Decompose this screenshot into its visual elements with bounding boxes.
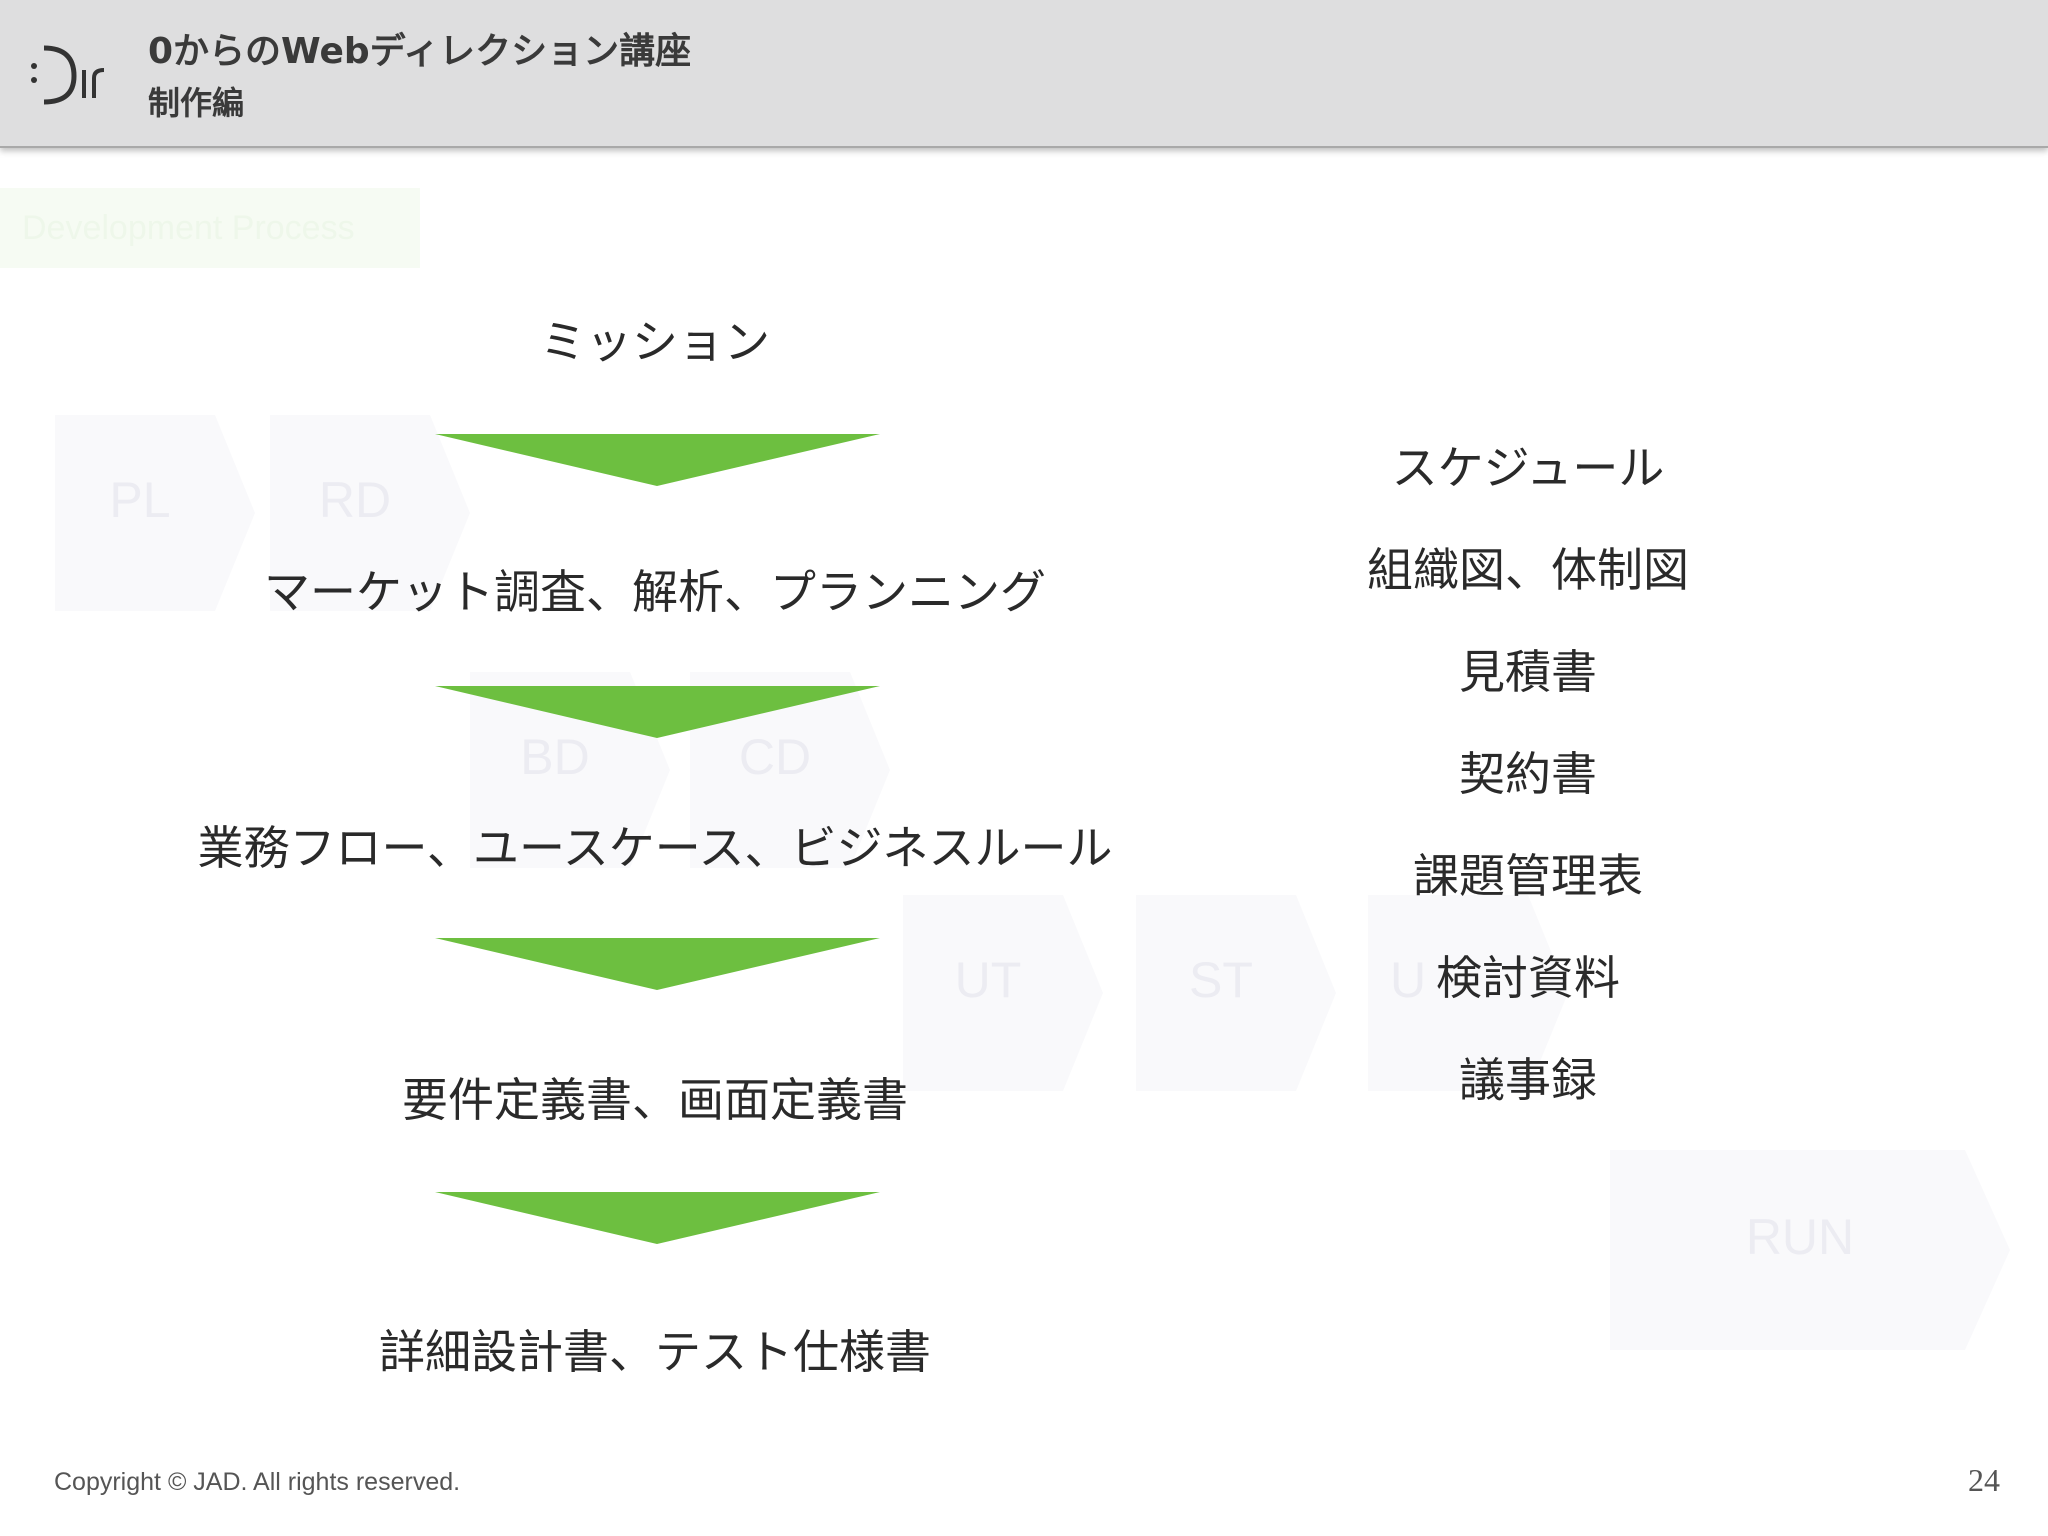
process-step-run: RUN	[1610, 1150, 2010, 1350]
process-step-cd: CD	[690, 672, 890, 868]
process-step-label: ST	[1189, 952, 1253, 1008]
course-subtitle: 制作編	[148, 84, 245, 122]
flow-item-detailed-design: 詳細設計書、テスト仕様書	[379, 1325, 931, 1379]
process-step-label: RD	[318, 472, 392, 528]
process-step-u: U	[1368, 895, 1568, 1091]
doc-item-issue-tracker: 課題管理表	[1413, 849, 1643, 903]
down-arrow-icon	[435, 434, 880, 486]
doc-item-minutes: 議事録	[1459, 1053, 1597, 1107]
course-title: 0からのWebディレクション講座	[148, 31, 692, 72]
slide-header: 0からのWebディレクション講座 制作編	[0, 0, 2048, 148]
process-step-rd: RD	[270, 415, 470, 611]
process-step-label: U	[1389, 952, 1427, 1008]
copyright: Copyright © JAD. All rights reserved.	[54, 1468, 461, 1496]
flow-item-requirements: 要件定義書、画面定義書	[402, 1073, 908, 1127]
down-arrow-icon	[435, 686, 880, 738]
page-number: 24	[1968, 1462, 2000, 1498]
doc-item-contract: 契約書	[1459, 747, 1597, 801]
down-arrow-icon	[435, 938, 880, 990]
dir-logo-icon	[26, 40, 106, 110]
flow-item-mission: ミッション	[540, 315, 770, 369]
process-step-pl: PL	[55, 415, 255, 611]
process-step-label: BD	[520, 729, 590, 785]
process-step-st: ST	[1136, 895, 1336, 1091]
section-tag: Development Process	[0, 188, 420, 268]
process-step-label: PL	[109, 472, 171, 528]
process-step-label: UT	[954, 952, 1022, 1008]
doc-item-estimate: 見積書	[1459, 645, 1597, 699]
flow-item-business-flow: 業務フロー、ユースケース、ビジネスルール	[197, 821, 1113, 875]
process-step-ut: UT	[903, 895, 1103, 1091]
doc-item-org-chart: 組織図、体制図	[1367, 543, 1689, 597]
doc-item-schedule: スケジュール	[1391, 441, 1665, 495]
down-arrow-icon	[435, 1192, 880, 1244]
doc-item-review-material: 検討資料	[1436, 951, 1620, 1005]
flow-item-market-research: マーケット調査、解析、プランニング	[264, 565, 1046, 619]
process-step-label: RUN	[1745, 1209, 1855, 1265]
process-step-label: CD	[738, 729, 812, 785]
